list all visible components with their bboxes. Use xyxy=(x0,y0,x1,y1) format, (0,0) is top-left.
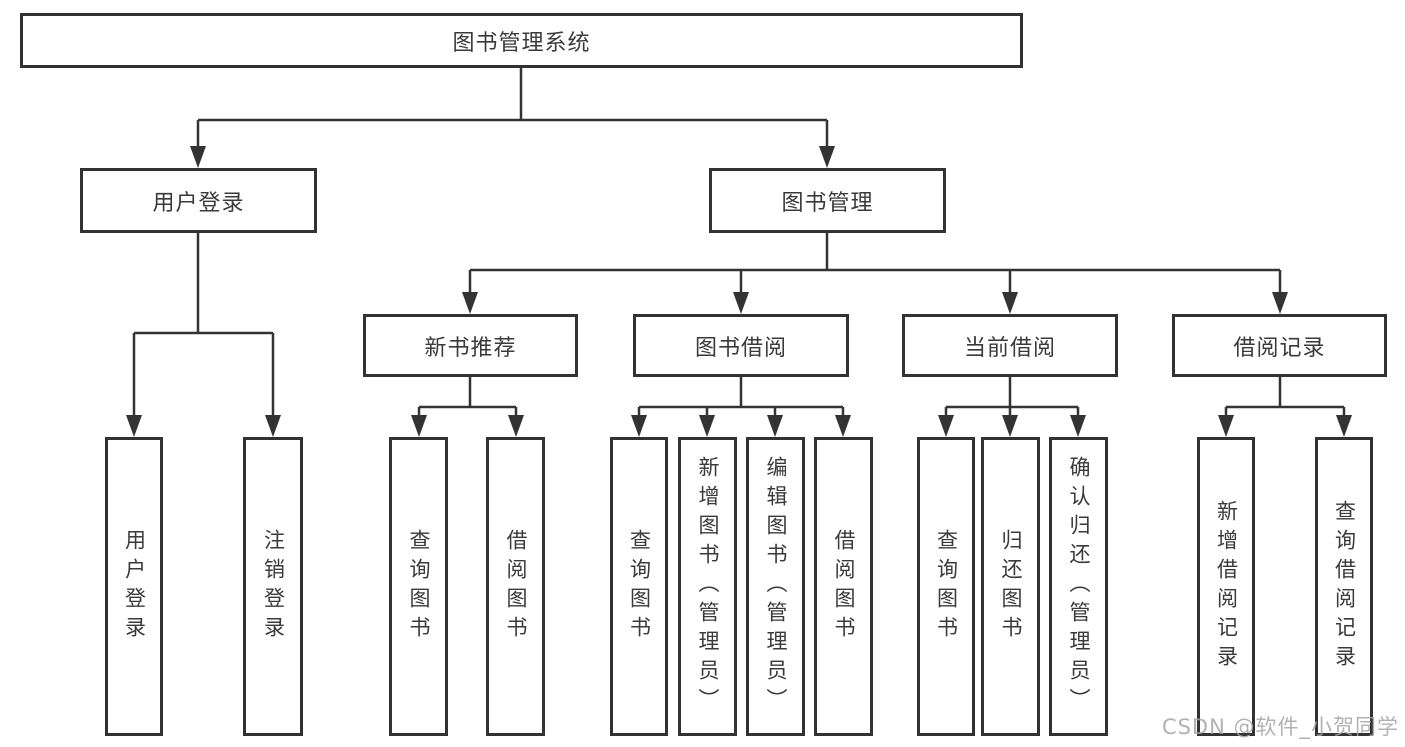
arrowhead xyxy=(767,415,783,437)
leaf-query-books-borrow: 查询图书 xyxy=(610,437,668,736)
arrowhead xyxy=(126,415,142,437)
arrowhead xyxy=(1070,415,1086,437)
node-book-management: 图书管理 xyxy=(709,168,946,233)
leaf-return-book: 归还图书 xyxy=(981,437,1040,736)
arrowhead xyxy=(1002,292,1018,314)
arrowhead xyxy=(699,415,715,437)
connector-lines xyxy=(132,68,1346,419)
leaf-user-login: 用户登录 xyxy=(105,437,163,736)
node-new-book-recommend: 新书推荐 xyxy=(363,314,578,377)
arrowhead xyxy=(462,292,478,314)
arrowhead xyxy=(411,415,427,437)
arrowhead xyxy=(508,415,524,437)
arrowhead xyxy=(1272,292,1288,314)
node-borrow-records: 借阅记录 xyxy=(1172,314,1387,377)
node-root-system: 图书管理系统 xyxy=(20,13,1023,68)
leaf-borrow-books-recommend: 借阅图书 xyxy=(486,437,545,736)
leaf-edit-book-admin: 编辑图书（管理员） xyxy=(746,437,805,736)
node-current-borrow: 当前借阅 xyxy=(902,314,1118,377)
leaf-query-books-recommend: 查询图书 xyxy=(389,437,448,736)
node-book-borrow: 图书借阅 xyxy=(633,314,849,377)
watermark-text: CSDN @软件_小贺同学 xyxy=(1161,715,1399,739)
leaf-query-borrow-record: 查询借阅记录 xyxy=(1315,437,1373,736)
leaf-logout: 注销登录 xyxy=(243,437,303,736)
leaf-query-books-current: 查询图书 xyxy=(917,437,975,736)
arrowhead xyxy=(733,292,749,314)
arrowhead xyxy=(265,415,281,437)
arrowhead xyxy=(1218,415,1234,437)
arrowhead xyxy=(190,146,206,168)
arrowhead xyxy=(835,415,851,437)
arrowhead xyxy=(938,415,954,437)
leaf-borrow-books: 借阅图书 xyxy=(814,437,873,736)
leaf-add-borrow-record: 新增借阅记录 xyxy=(1197,437,1255,736)
arrowhead xyxy=(819,146,835,168)
node-user-login: 用户登录 xyxy=(80,168,317,233)
leaf-add-book-admin: 新增图书（管理员） xyxy=(678,437,737,736)
arrowhead xyxy=(631,415,647,437)
arrowhead xyxy=(1002,415,1018,437)
arrowhead xyxy=(1336,415,1352,437)
leaf-confirm-return-admin: 确认归还（管理员） xyxy=(1049,437,1108,736)
